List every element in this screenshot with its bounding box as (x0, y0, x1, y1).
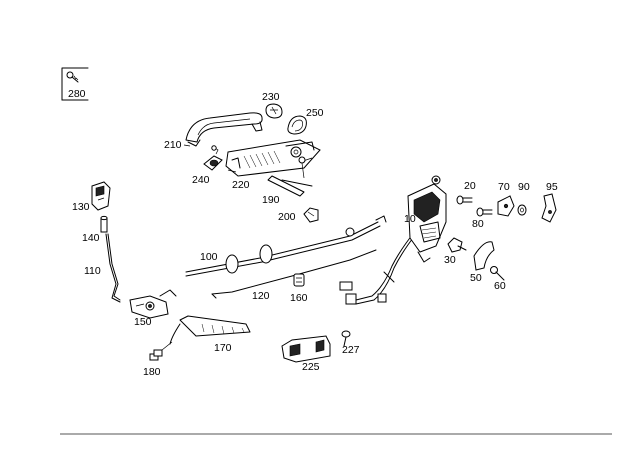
callout-100: 100 (200, 251, 218, 263)
part-227-screw (341, 330, 351, 347)
callout-60: 60 (494, 280, 506, 292)
part-200-bolt (303, 207, 319, 223)
part-170-linkage (169, 315, 251, 345)
callout-280: 280 (68, 88, 86, 100)
callout-190: 190 (262, 194, 280, 206)
callout-250: 250 (306, 107, 324, 119)
part-150-lever (129, 289, 177, 319)
part-10-door-lock (407, 175, 447, 263)
callout-90: 90 (518, 181, 530, 193)
callout-140: 140 (82, 232, 100, 244)
part-140-pin (100, 215, 108, 233)
callout-30: 30 (444, 254, 456, 266)
part-95-latch (541, 193, 557, 223)
part-20-screw (456, 195, 473, 205)
callout-110: 110 (84, 265, 101, 277)
part-225-seal (281, 335, 331, 363)
part-180-bushing (149, 341, 173, 361)
part-100-cable (185, 215, 387, 277)
part-wiring-harness (339, 229, 417, 305)
callout-20: 20 (464, 180, 476, 192)
callout-150: 150 (134, 316, 152, 328)
callout-95: 95 (546, 181, 558, 193)
part-80-bolt (476, 207, 493, 217)
callout-220: 220 (232, 179, 250, 191)
part-130-inner-handle (91, 181, 111, 211)
callout-120: 120 (252, 290, 270, 302)
callout-130: 130 (72, 201, 90, 213)
part-250-gasket (287, 115, 307, 135)
callout-240: 240 (192, 174, 210, 186)
part-110-rod (105, 233, 121, 303)
callout-200: 200 (278, 211, 296, 223)
callout-70: 70 (498, 181, 510, 193)
callout-180: 180 (143, 366, 161, 378)
callout-227: 227 (342, 344, 360, 356)
callout-210: 210 (164, 139, 182, 151)
part-50-cover (473, 241, 495, 271)
callout-160: 160 (290, 292, 308, 304)
part-190-rod (267, 156, 313, 197)
part-90-washer (517, 204, 527, 216)
part-280-screw (61, 67, 89, 101)
part-220-handle-carrier (225, 139, 321, 177)
part-120-rod (211, 249, 377, 299)
callout-80: 80 (472, 218, 484, 230)
part-240-lock-cylinder (203, 145, 223, 171)
callout-50: 50 (470, 272, 482, 284)
part-60-screw (490, 266, 505, 281)
part-230-cap (265, 103, 283, 119)
callout-230: 230 (262, 91, 280, 103)
part-160-clip (293, 273, 305, 287)
callout-170: 170 (214, 342, 232, 354)
callout-225: 225 (302, 361, 320, 373)
part-210-door-handle (185, 112, 263, 147)
callout-10: 10 (404, 213, 416, 225)
part-70-bracket (497, 195, 515, 217)
part-30-bolt (447, 237, 467, 253)
